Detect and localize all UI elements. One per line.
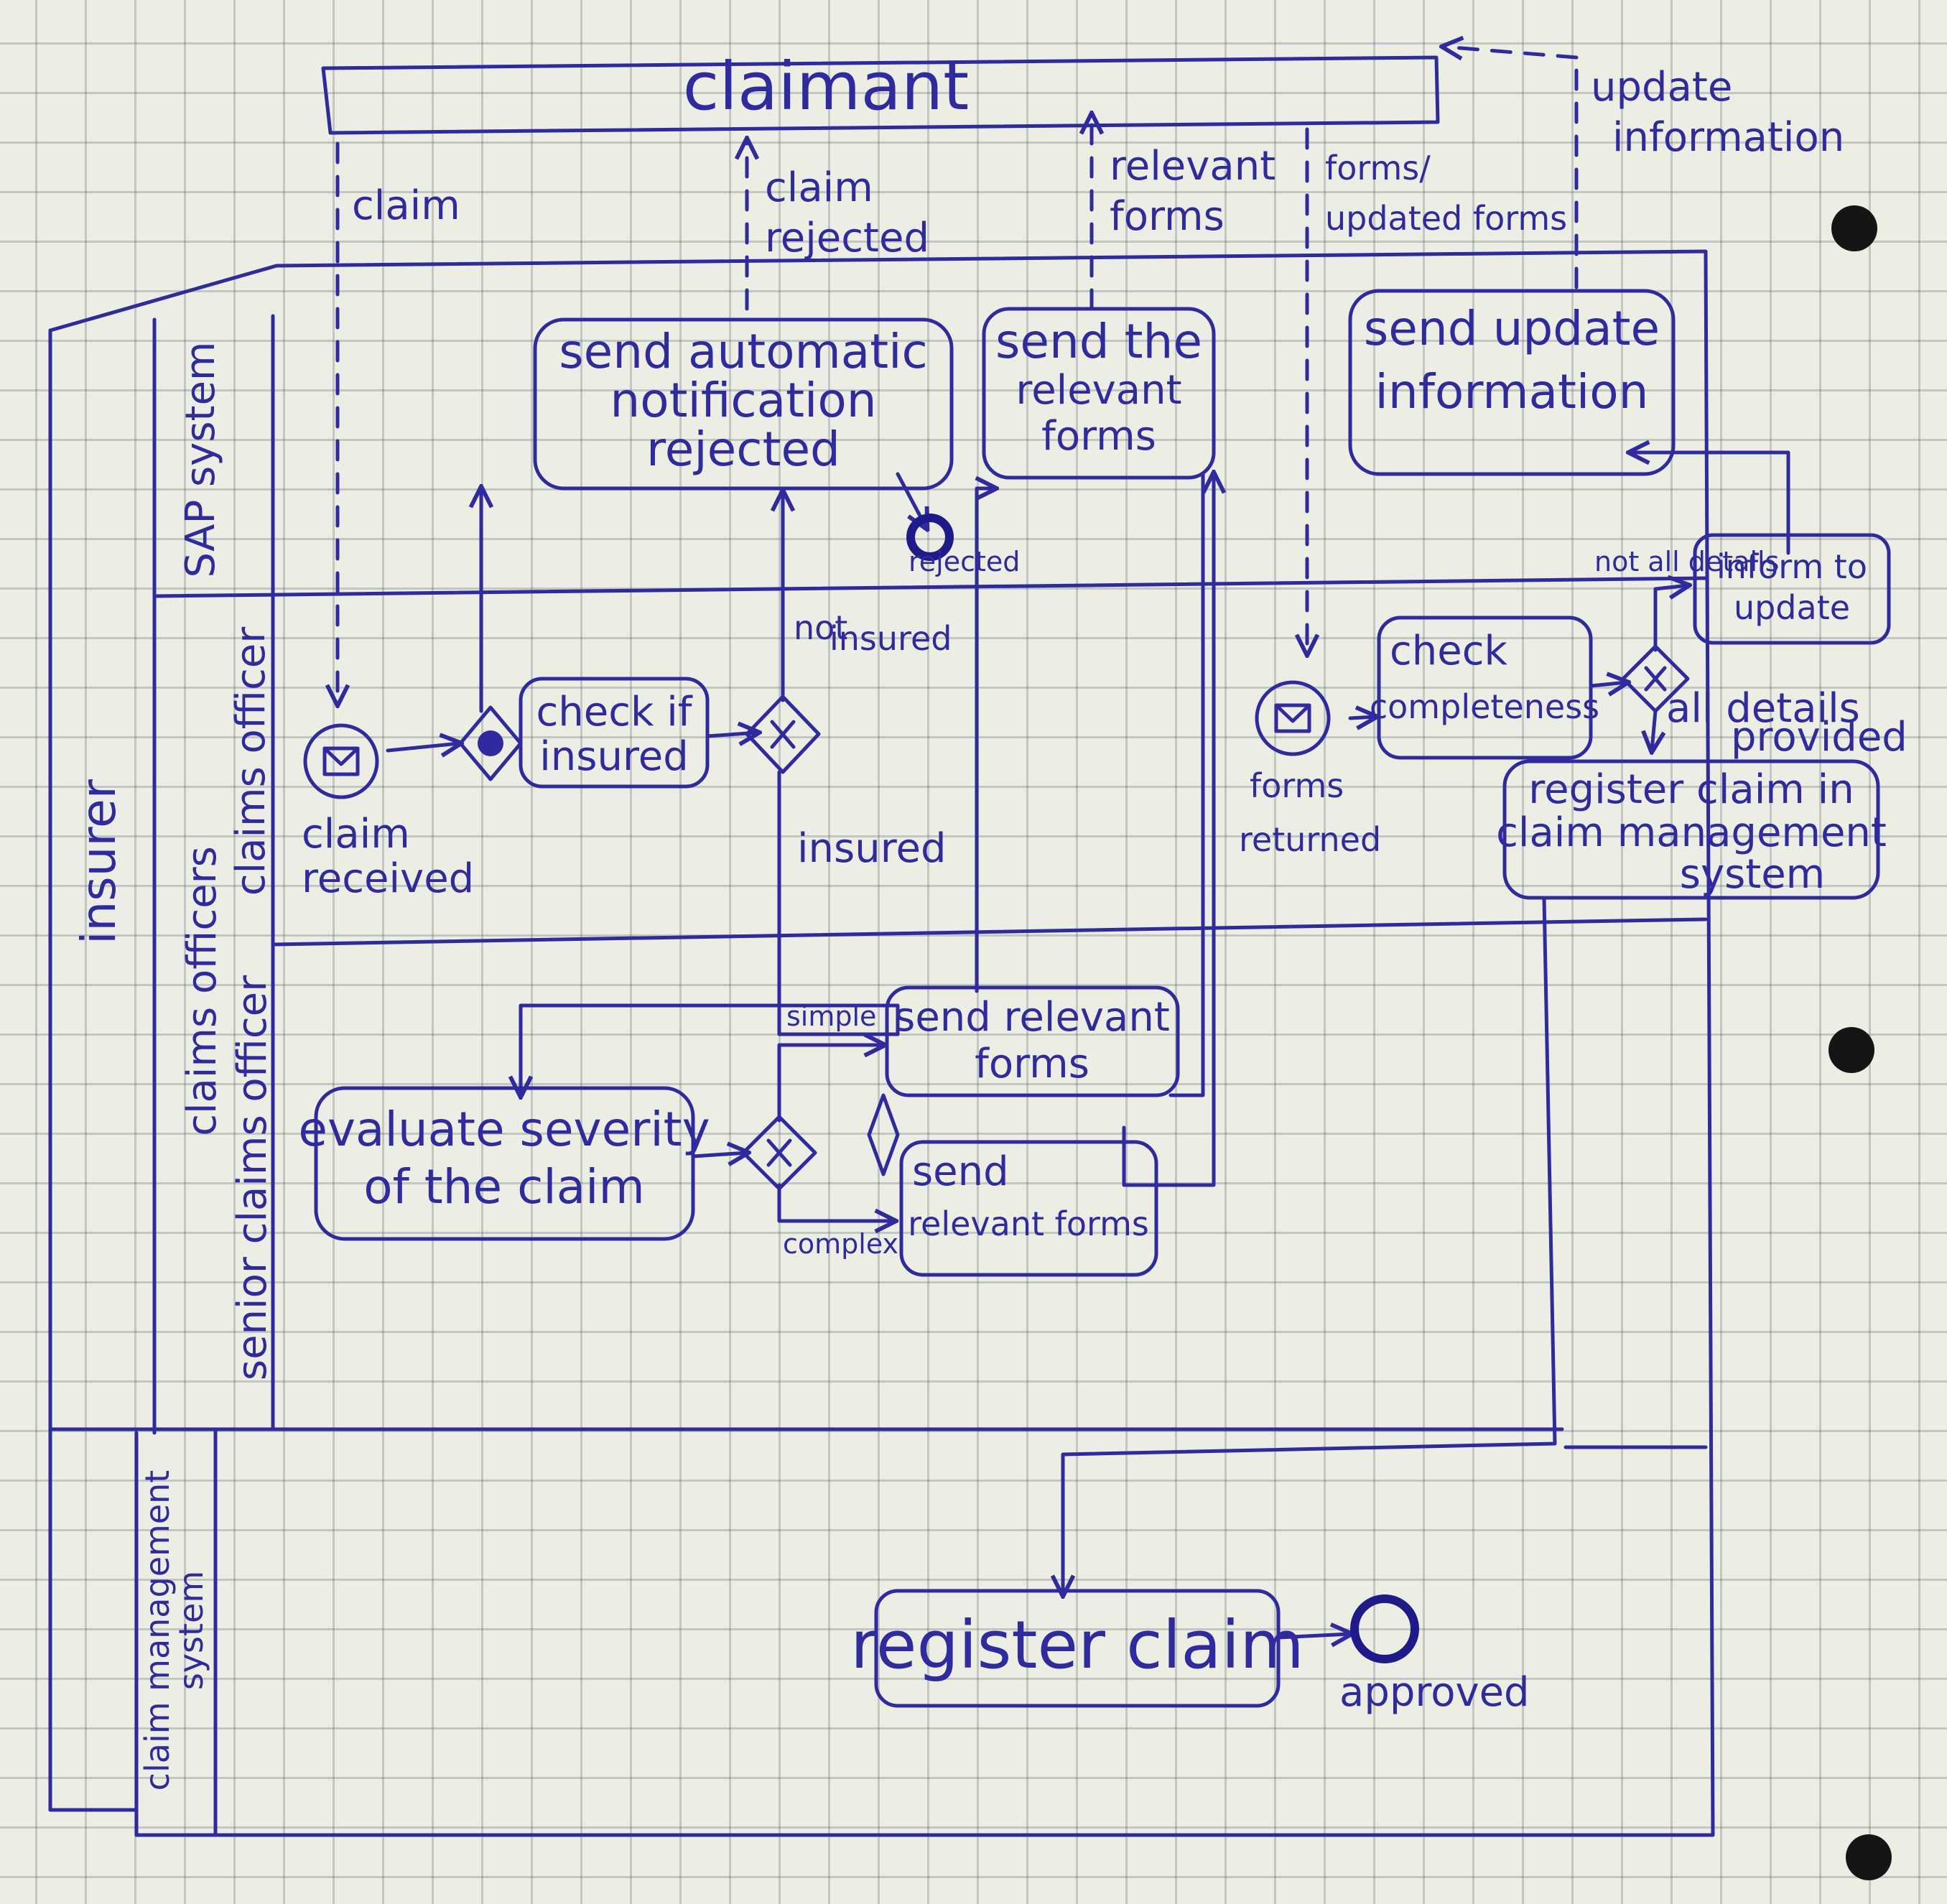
task-send-update-information: send update information (1348, 289, 1676, 476)
svg-text:returned: returned (1239, 820, 1381, 859)
svg-text:forms: forms (1041, 413, 1156, 460)
msg-update-information-label-1: update (1591, 64, 1732, 111)
claimant-pool-label: claimant (683, 48, 969, 125)
svg-text:claim management: claim management (1496, 809, 1887, 856)
gateway-parallel-start (458, 705, 523, 781)
svg-text:check if: check if (536, 689, 692, 735)
binder-hole (1828, 1027, 1874, 1073)
svg-text:update: update (1734, 588, 1850, 627)
lane-labels: SAP system claims officers claims office… (138, 342, 276, 1791)
svg-text:received: received (302, 855, 474, 902)
label-not-insured-2: insured (830, 619, 952, 658)
lane-sap-system-label: SAP system (177, 342, 224, 578)
task-send-relevant-forms-complex: send relevant forms (899, 1140, 1158, 1277)
svg-text:check: check (1390, 628, 1508, 674)
lane-claims-officers-label: claims officers (179, 846, 226, 1136)
flow-labels: not insured insured not all details all … (783, 546, 1907, 1260)
svg-text:insured: insured (539, 733, 689, 780)
svg-text:register claim: register claim (850, 1607, 1304, 1684)
claimant-pool: claimant (321, 48, 1440, 135)
task-register-claim: register claim (850, 1589, 1304, 1708)
svg-text:claim: claim (302, 811, 410, 858)
svg-text:information: information (1375, 364, 1649, 419)
msg-relevant-forms-label-1: relevant (1110, 143, 1275, 190)
task-check-completeness: check completeness (1370, 616, 1599, 760)
lane-claim-management-system-label-2: system (172, 1571, 210, 1690)
msg-relevant-forms-label-2: forms (1110, 193, 1225, 240)
svg-text:send relevant: send relevant (894, 994, 1170, 1041)
msg-update-information-label-2: information (1612, 114, 1844, 161)
label-not-insured-1: not (794, 608, 847, 647)
svg-text:register claim in: register claim in (1528, 766, 1854, 813)
msg-forms-updated-label-2: updated forms (1325, 199, 1567, 238)
message-flows: claim claim rejected relevant forms form… (338, 47, 1844, 704)
lane-senior-claims-officer-label: senior claims officer (229, 975, 276, 1380)
svg-text:inform to: inform to (1716, 547, 1867, 586)
label-complex: complex (783, 1228, 898, 1260)
svg-text:send the: send the (995, 314, 1202, 369)
sequence-flows (386, 452, 1790, 1638)
svg-text:forms: forms (1250, 766, 1344, 805)
binder-hole (1846, 1834, 1892, 1880)
svg-text:relevant: relevant (1016, 367, 1181, 414)
label-all-details-provided-2: provided (1731, 714, 1907, 761)
msg-forms-updated-label-1: forms/ (1325, 149, 1431, 187)
event-approved: approved (1339, 1594, 1530, 1716)
svg-text:send: send (912, 1148, 1009, 1195)
svg-text:send automatic: send automatic (559, 324, 927, 379)
svg-text:rejected: rejected (909, 546, 1020, 577)
gateway-completeness-xor (1621, 644, 1690, 713)
label-insured: insured (797, 825, 947, 872)
task-check-if-insured: check if insured (519, 677, 710, 789)
task-send-the-relevant-forms: send the relevant forms (982, 307, 1216, 480)
gateway-severity-xor (741, 1115, 817, 1191)
task-evaluate-severity: evaluate severity of the claim (298, 1086, 710, 1241)
lane-claims-officer-label: claims officer (228, 626, 274, 896)
svg-text:notification: notification (610, 373, 876, 428)
insurer-pool-label: insurer (71, 779, 126, 944)
svg-text:approved: approved (1339, 1669, 1530, 1716)
event-forms-returned: forms returned (1239, 680, 1381, 859)
msg-claim-label: claim (352, 182, 460, 229)
binder-hole (1831, 205, 1877, 251)
svg-text:of the claim: of the claim (363, 1159, 645, 1215)
event-rejected: rejected (906, 514, 1020, 577)
label-not-all-details: not all details (1594, 546, 1779, 577)
event-claim-received: claim received (302, 723, 474, 902)
svg-text:rejected: rejected (646, 422, 840, 477)
msg-claim-rejected-label-2: rejected (765, 215, 929, 261)
svg-text:send update: send update (1364, 301, 1660, 356)
insurer-pool: insurer (48, 249, 1715, 1837)
svg-text:evaluate severity: evaluate severity (298, 1102, 710, 1157)
svg-text:relevant forms: relevant forms (908, 1204, 1149, 1243)
svg-text:system: system (1680, 851, 1825, 898)
label-all-details-provided-1: all details (1666, 685, 1860, 732)
task-send-relevant-forms-simple: send relevant forms (885, 985, 1180, 1097)
label-simple: simple (786, 1000, 876, 1032)
task-register-claim-in-cms: register claim in claim management syste… (1496, 759, 1887, 900)
gateway-forms-join (867, 1093, 900, 1176)
gateway-insured-xor (745, 695, 821, 774)
task-send-automatic-notification: send automatic notification rejected (533, 317, 954, 491)
task-inform-to-update: inform to update (1693, 533, 1891, 645)
svg-text:forms: forms (975, 1041, 1089, 1087)
svg-text:completeness: completeness (1370, 687, 1599, 726)
lane-claim-management-system-label-1: claim management (138, 1470, 177, 1791)
msg-claim-rejected-label-1: claim (765, 164, 873, 211)
